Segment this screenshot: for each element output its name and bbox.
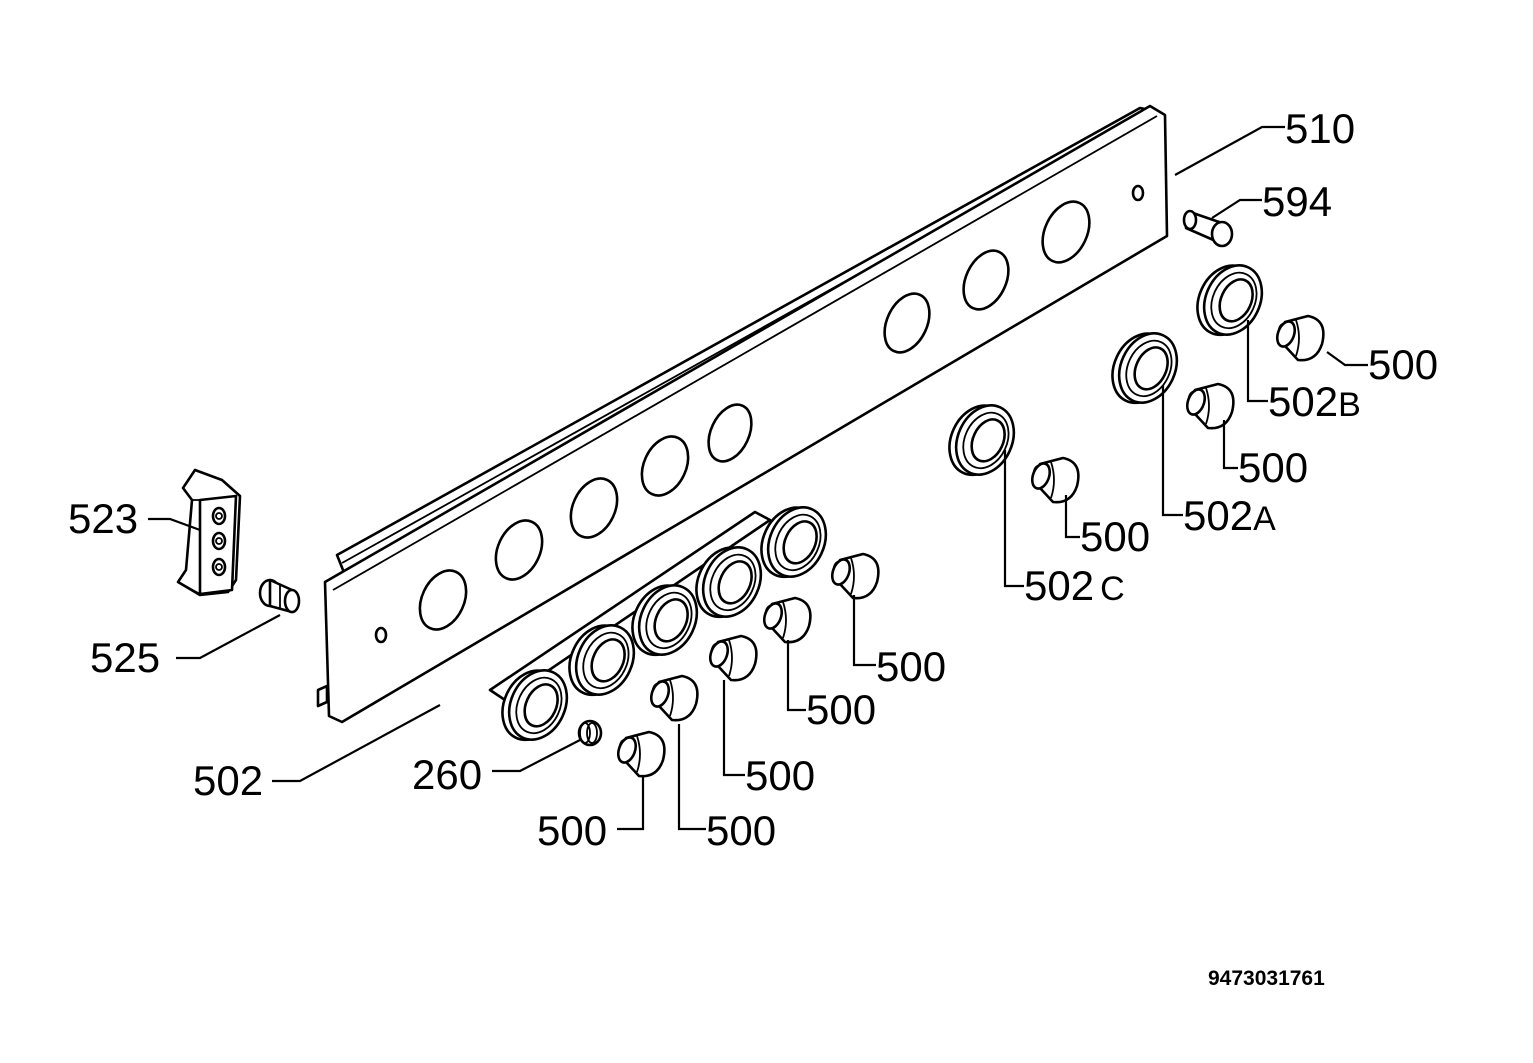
bezel-row-502	[488, 506, 828, 742]
label-523: 523	[68, 495, 138, 542]
label-500: 500	[806, 686, 876, 733]
knobs-500	[616, 314, 1325, 778]
label-500: 500	[1368, 341, 1438, 388]
bezel-ring-icon	[501, 669, 569, 742]
knob-icon	[830, 552, 880, 600]
bezel-502a	[1111, 332, 1179, 405]
label-500: 500	[876, 643, 946, 690]
screw-594	[1182, 209, 1234, 248]
leader-lines	[148, 125, 1368, 831]
knob-icon	[649, 674, 699, 722]
knob-icon	[1275, 314, 1325, 362]
label-502a: 502A	[1183, 492, 1276, 539]
knob-icon	[1185, 382, 1235, 430]
label-502b: 502B	[1268, 378, 1361, 425]
label-510: 510	[1285, 105, 1355, 152]
label-525: 525	[90, 634, 160, 681]
bezel-ring-icon	[1196, 264, 1264, 337]
control-panel-510	[316, 104, 1169, 724]
label-594: 594	[1262, 178, 1332, 225]
label-500: 500	[1238, 444, 1308, 491]
label-500: 500	[706, 807, 776, 854]
bezel-502c	[948, 404, 1016, 477]
knob-icon	[762, 596, 812, 644]
label-500: 500	[537, 807, 607, 854]
knob-icon	[1030, 456, 1080, 504]
bezel-ring-icon	[948, 404, 1016, 477]
label-502: 502	[193, 757, 263, 804]
bezel-ring-icon	[568, 624, 636, 697]
label-260: 260	[412, 751, 482, 798]
bezel-ring-icon	[1111, 332, 1179, 405]
label-500: 500	[745, 752, 815, 799]
bracket-523	[176, 468, 242, 597]
screw-525	[258, 578, 301, 614]
label-500: 500	[1080, 513, 1150, 560]
document-number: 9473031761	[1208, 967, 1325, 990]
bezel-ring-icon	[760, 506, 828, 579]
bezel-ring-icon	[631, 584, 699, 657]
bezel-502b	[1196, 264, 1264, 337]
knob-icon	[708, 634, 758, 682]
bezel-ring-icon	[695, 546, 763, 619]
spring-260	[577, 719, 603, 747]
knob-icon	[616, 730, 666, 778]
